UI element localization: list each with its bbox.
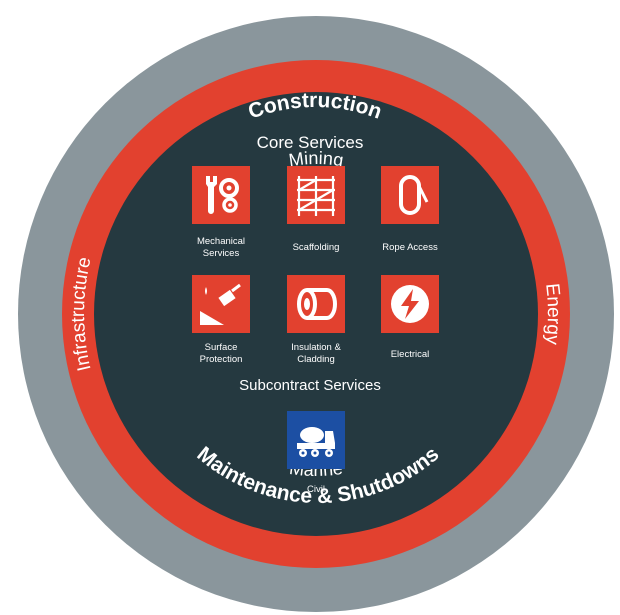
pipe-insulation-icon: [297, 288, 337, 320]
insulation-cladding-label: Insulation &Cladding: [291, 342, 341, 365]
rope-access-label: Rope Access: [382, 242, 438, 253]
subcontract-services-title: Subcontract Services: [239, 377, 381, 394]
mechanical-services-tile: [192, 166, 250, 224]
middle-ring-right-label: Energy: [541, 282, 564, 346]
lightning-icon: [391, 285, 429, 323]
scaffolding-label: Scaffolding: [292, 242, 340, 253]
civil-tile: [287, 411, 345, 469]
concrete-mixer-truck-icon: [297, 427, 335, 457]
civil-label: Civil: [307, 484, 325, 495]
carabiner-icon: [399, 175, 429, 215]
scaffolding-tile: [287, 166, 345, 224]
insulation-cladding-tile: [287, 275, 345, 333]
core-services-title: Core Services: [256, 133, 364, 152]
rope-access-tile: [381, 166, 439, 224]
scaffolding-icon: [297, 176, 335, 216]
middle-ring-top-label: Mining: [287, 148, 344, 170]
electrical-tile: [381, 275, 439, 333]
surface-protection-tile: [192, 275, 250, 333]
paint-brush-icon: [200, 283, 241, 325]
wrench-gears-icon: [206, 176, 239, 214]
electrical-label: Electrical: [390, 349, 430, 360]
